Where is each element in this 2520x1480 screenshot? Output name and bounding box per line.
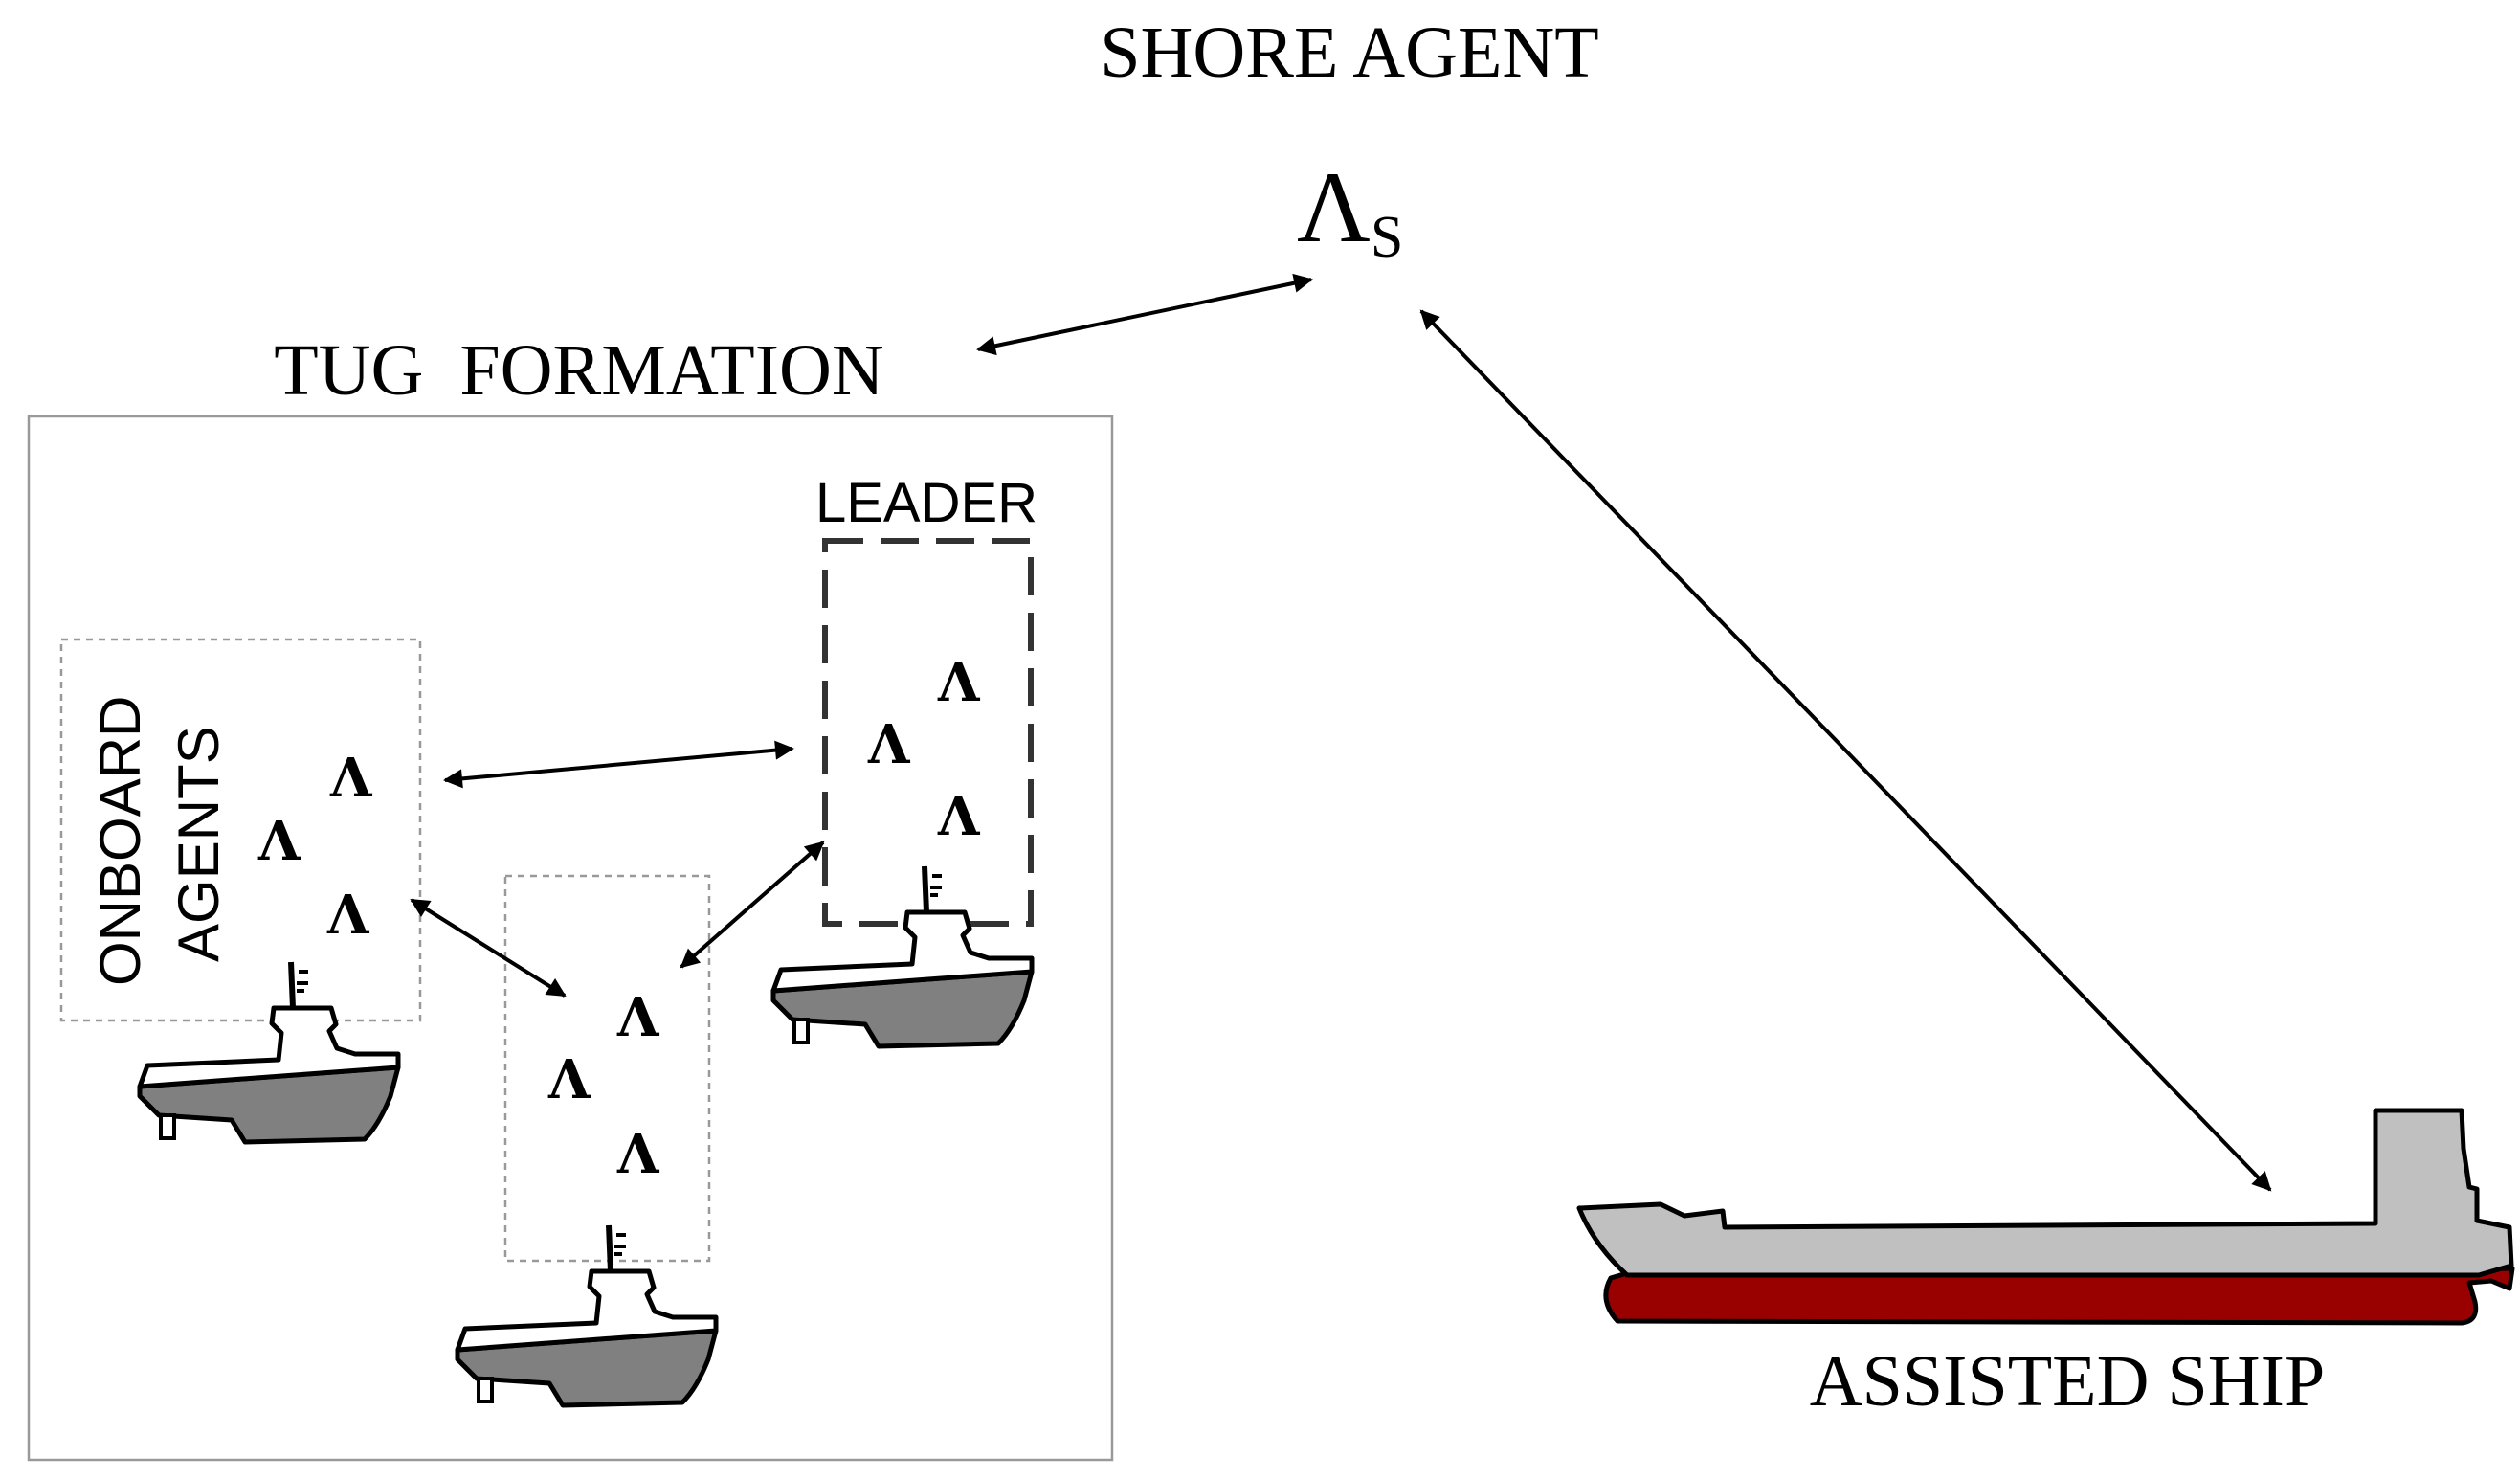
agents-leader: Λ Λ Λ	[867, 651, 981, 848]
agent-symbol: Λ	[937, 785, 981, 848]
agent-symbol: Λ	[867, 713, 911, 776]
tug-formation-title: TUG FORMATION	[274, 330, 884, 411]
assisted-ship-hull	[1603, 1266, 2515, 1326]
onboard-agents-box-middle	[503, 874, 711, 1263]
agents-middle: Λ Λ Λ	[547, 986, 660, 1186]
agent-symbol: Λ	[937, 651, 981, 714]
leader-label: LEADER	[815, 472, 1037, 534]
arrow-middle-leader	[680, 841, 825, 969]
assisted-ship-superstructure	[1576, 1108, 2514, 1278]
arrow-left-middle	[410, 898, 567, 998]
tug-boat-left	[140, 962, 398, 1142]
shore-agent-title: SHORE AGENT	[1100, 12, 1598, 93]
agent-symbol: Λ	[616, 1123, 660, 1186]
leader-box	[822, 538, 1034, 927]
arrow-shore-assisted-ship	[1419, 309, 2272, 1192]
agents-left: Λ Λ Λ	[257, 747, 373, 947]
tug-boat-middle	[457, 1225, 716, 1405]
onboard-agents-box-left	[59, 638, 422, 1022]
arrow-left-leader	[443, 740, 794, 789]
agent-symbol: Λ	[326, 884, 370, 947]
assisted-ship	[1576, 1108, 2515, 1326]
agent-symbol: Λ	[547, 1048, 591, 1111]
onboard-agents-line1: ONBOARD	[88, 696, 152, 986]
assisted-ship-label: ASSISTED SHIP	[1810, 1341, 2325, 1422]
onboard-agents-label: ONBOARD AGENTS	[88, 696, 231, 986]
agent-symbol: Λ	[257, 810, 301, 873]
shore-agent-symbol: ΛS	[1297, 151, 1403, 270]
agent-symbol: Λ	[329, 747, 373, 810]
onboard-agents-line2: AGENTS	[167, 726, 231, 962]
tug-boat-leader	[773, 866, 1032, 1046]
arrow-shore-tug-formation	[976, 273, 1313, 356]
shore-subscript: S	[1371, 205, 1403, 270]
tug-formation-frame	[27, 415, 1114, 1462]
shore-lambda: Λ	[1297, 151, 1371, 263]
agent-symbol: Λ	[616, 986, 660, 1049]
